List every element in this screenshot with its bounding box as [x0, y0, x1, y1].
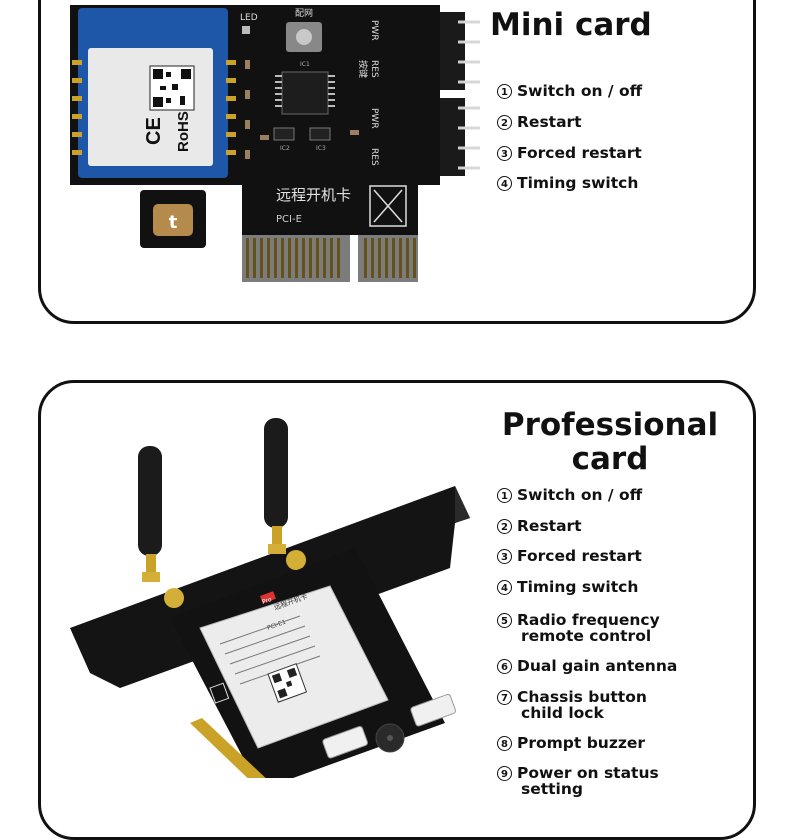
connector-left — [322, 725, 368, 759]
svg-text:RES: RES — [369, 148, 379, 166]
antenna-right — [264, 418, 288, 554]
pro-label-brand: Pro — [261, 596, 273, 606]
pwr-label-1: 按键 — [357, 60, 369, 78]
svg-text:PWR: PWR — [369, 20, 379, 41]
svg-text:PWR: PWR — [369, 108, 379, 129]
professional-card-image: Pro 远程开机卡 PCI-E1 — [70, 418, 470, 778]
mini-card-title: Mini card — [490, 7, 652, 43]
svg-text:RES: RES — [369, 60, 379, 78]
antenna-left — [138, 446, 162, 582]
professional-card-title: Professional card — [501, 407, 719, 478]
weee-icon — [369, 185, 407, 227]
ic-chip — [281, 71, 329, 115]
tuya-logo: t — [169, 212, 178, 233]
svg-text:IC1: IC1 — [300, 61, 310, 68]
pin-header — [435, 12, 480, 176]
connector-right — [410, 693, 456, 727]
pair-label: 配网 — [295, 8, 313, 19]
svg-text:IC2: IC2 — [280, 145, 290, 152]
pcie-label: PCI-E — [276, 214, 302, 225]
mini-card-image: CE RoHS t LED 配网 IC1 IC2 IC3 按键 PWR RES … — [70, 5, 480, 282]
ce-mark: CE — [143, 117, 165, 145]
led-label: LED — [240, 13, 258, 23]
rohs-mark: RoHS — [175, 111, 192, 152]
board-name: 远程开机卡 — [276, 186, 351, 204]
svg-text:IC3: IC3 — [316, 145, 326, 152]
weee-icon-pro — [209, 682, 230, 704]
pro-gold-fingers — [190, 718, 266, 778]
